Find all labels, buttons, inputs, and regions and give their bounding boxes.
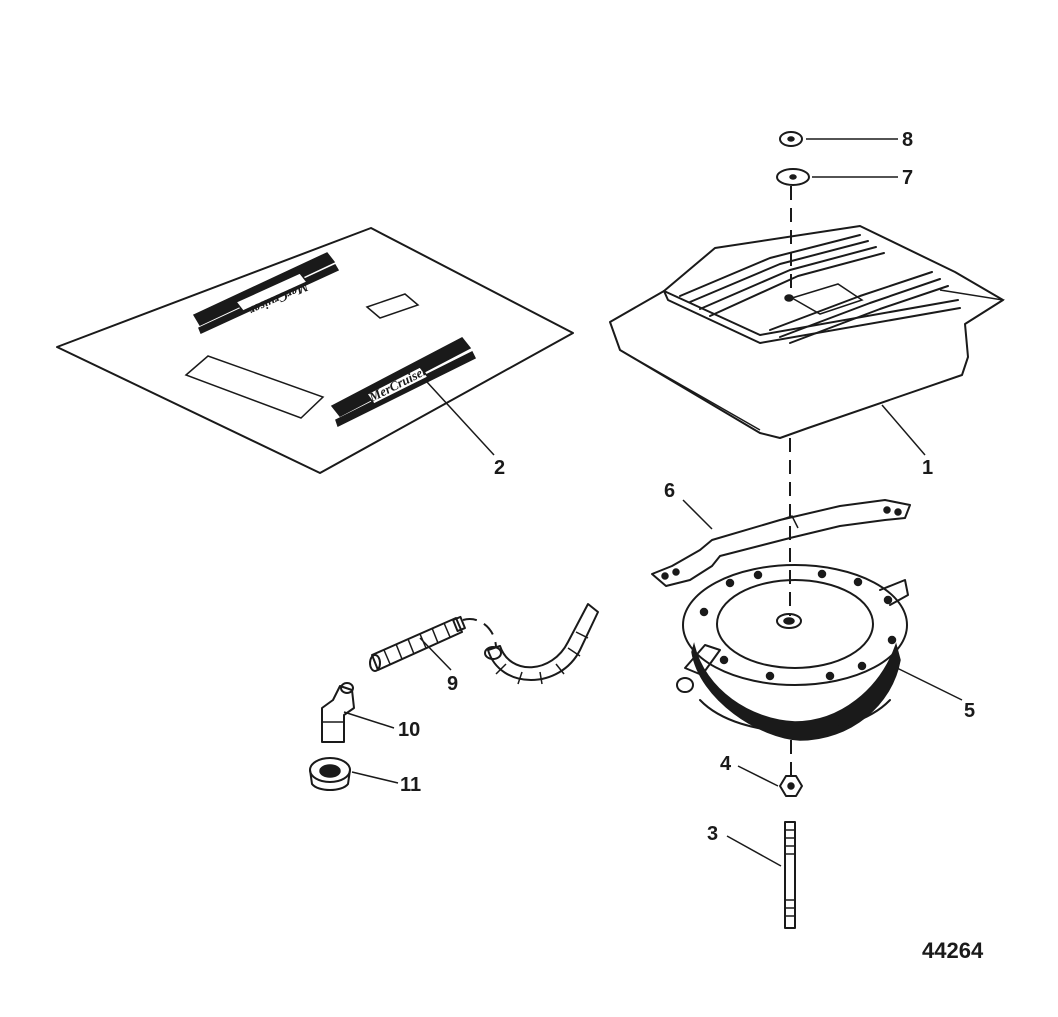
- part-9-hose: [369, 603, 599, 685]
- part-4-nut: [779, 775, 803, 797]
- decal-bottom: MerCruiser: [330, 337, 477, 428]
- cover-ribs: [679, 234, 949, 344]
- part-8-nut: [779, 131, 803, 147]
- part-1-cover: [609, 225, 1006, 439]
- part-3-stud: [784, 821, 796, 929]
- callout-10: 10: [398, 719, 420, 741]
- callout-1: 1: [922, 457, 933, 479]
- part-7-washer: [776, 168, 810, 186]
- leader-lines: [343, 138, 963, 867]
- callout-labels: 8 7 1 2 6 5 9 10 4 11 3: [398, 129, 975, 845]
- callout-6: 6: [664, 480, 675, 502]
- part-11-plug: [309, 757, 351, 791]
- assembly-axis: [789, 186, 792, 776]
- figure-number: 44264: [922, 938, 984, 963]
- callout-4: 4: [720, 753, 732, 775]
- callout-9: 9: [447, 673, 458, 695]
- callout-5: 5: [964, 700, 975, 722]
- callout-8: 8: [902, 129, 913, 151]
- callout-7: 7: [902, 167, 913, 189]
- part-5-flame-arrestor: [676, 564, 909, 741]
- callout-2: 2: [494, 457, 505, 479]
- decal-top: MerCruiser: [192, 252, 340, 335]
- part-6-bracket: [651, 499, 911, 587]
- part-10-elbow-fitting: [321, 682, 355, 743]
- callout-3: 3: [707, 823, 718, 845]
- arrestor-bolt-holes: [699, 569, 897, 681]
- callout-11: 11: [400, 774, 421, 796]
- part-2-decal-sheet: MerCruiser MerCruiser: [56, 227, 574, 474]
